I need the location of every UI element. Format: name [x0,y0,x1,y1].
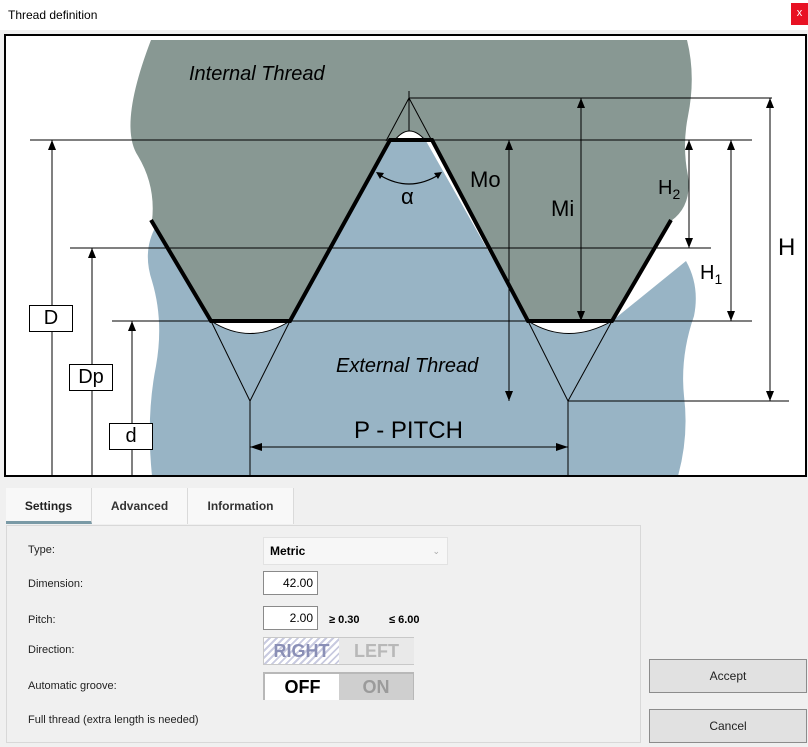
minor-diameter-box: d [109,423,153,450]
major-diameter-box: D [29,305,73,332]
full-thread-label: Full thread (extra length is needed) [28,714,199,726]
settings-panel: Type: Metric ⌄ Dimension: 42.00 Pitch: 2… [6,525,641,743]
accept-button[interactable]: Accept [649,659,807,693]
h2-main: H [658,177,673,199]
window-title: Thread definition [8,8,98,22]
type-label: Type: [28,544,55,556]
groove-on-option[interactable]: ON [339,674,413,700]
pitch-label: P - PITCH [354,417,463,444]
h-label: H [778,234,796,261]
arrowheads [48,98,774,451]
dimension-label: Dimension: [28,578,84,590]
pitch-diameter-box: Dp [69,364,113,391]
tab-information[interactable]: Information [188,488,294,524]
pitch-max-range: ≤ 6.00 [389,614,420,626]
close-icon[interactable]: x [791,3,808,25]
direction-right-option[interactable]: RIGHT [264,638,339,664]
internal-thread-label: Internal Thread [189,63,325,85]
tab-advanced[interactable]: Advanced [92,488,188,524]
type-value: Metric [270,544,306,558]
direction-left-option[interactable]: LEFT [339,638,414,664]
internal-thread-shape [130,40,692,321]
h1-main: H [700,262,715,284]
chevron-down-icon: ⌄ [432,546,440,556]
external-thread-shape [147,141,696,475]
external-thread-label: External Thread [336,355,479,377]
automatic-groove-label: Automatic groove: [28,680,117,692]
pitch-label: Pitch: [28,614,56,626]
h1-sub: 1 [714,271,723,287]
h1-label: H1 [700,263,722,286]
thread-diagram: Internal Thread External Thread α Mo Mi … [4,34,807,477]
tab-settings[interactable]: Settings [6,488,92,524]
h2-label: H2 [658,178,680,201]
h2-sub: 2 [672,186,681,202]
alpha-label: α [401,184,414,209]
pitch-min-range: ≥ 0.30 [329,614,360,626]
direction-toggle[interactable]: RIGHT LEFT [263,637,414,665]
thread-profile [149,138,673,323]
thread-diagram-svg [30,40,789,475]
pitch-input[interactable]: 2.00 [263,606,318,630]
direction-label: Direction: [28,644,75,656]
mi-label: Mi [551,196,575,221]
groove-off-option[interactable]: OFF [265,674,340,700]
mo-label: Mo [470,167,501,192]
dimension-input[interactable]: 42.00 [263,571,318,595]
title-bar: Thread definition x [0,0,808,30]
type-select[interactable]: Metric ⌄ [263,537,448,565]
cancel-button[interactable]: Cancel [649,709,807,743]
automatic-groove-toggle[interactable]: OFF ON [263,672,414,700]
